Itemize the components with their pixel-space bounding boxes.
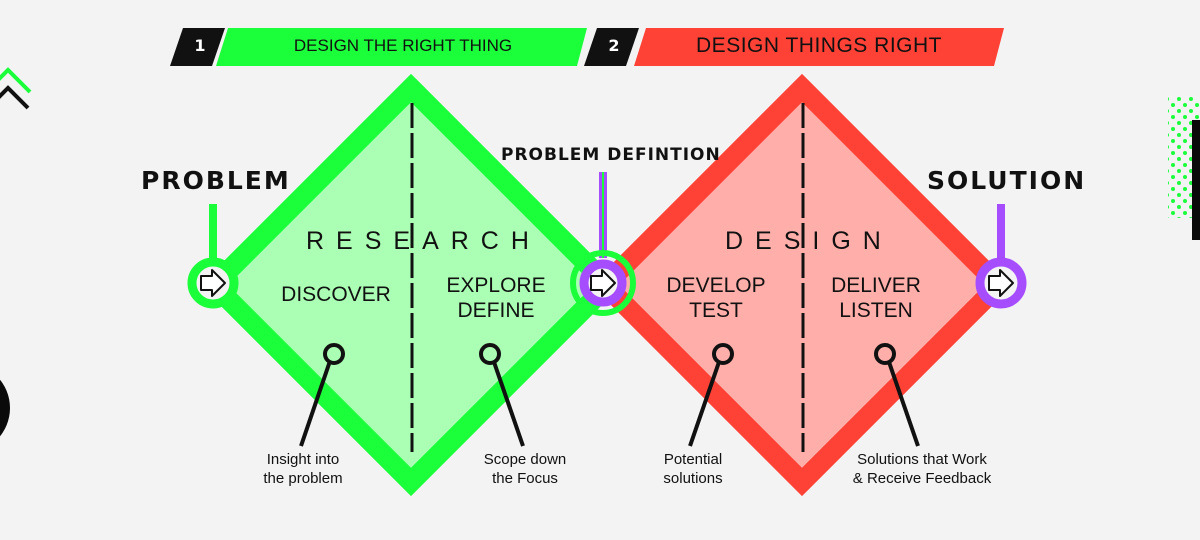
decorative-circle [0,379,10,437]
design-phase-title: DESIGN [725,227,893,255]
arrow-right-icon [200,269,226,297]
banner-1-number-bg [170,28,225,66]
arrow-right-icon [988,269,1014,297]
decorative-bar [1192,120,1200,240]
stage-discover: DISCOVER [256,282,416,307]
stage-line: TEST [689,299,743,322]
note-line: & Receive Feedback [852,470,992,487]
note-line: the Focus [492,470,558,487]
stage-line: EXPLORE [446,274,546,297]
note-line: the problem [263,470,343,487]
note-line: Potential [663,451,723,468]
banner-1-bg [216,28,587,66]
stage-line: DEFINE [457,299,535,322]
callout-pin-develop [688,343,734,447]
note-insight: Insight into the problem [233,450,373,488]
stage-line: DELIVER [831,274,921,297]
stage-explore-define: EXPLORE DEFINE [416,273,576,323]
chevron-up-icon [0,67,32,110]
stage-develop-test: DEVELOP TEST [636,273,796,323]
research-phase-title: RESEARCH [306,227,541,255]
note-line: Scope down [483,451,567,468]
banner-1-label: DESIGN THE RIGHT THING [293,36,513,55]
arrow-right-icon [590,269,616,297]
stage-line: LISTEN [839,299,913,322]
stage-line: DEVELOP [666,274,766,297]
note-line: Insight into [266,451,340,468]
problem-definition-label: PROBLEM DEFINTION [501,145,721,165]
problem-label: PROBLEM [141,166,291,195]
note-line: Solutions that Work [857,451,987,468]
banner-2-number-bg [584,28,639,66]
callout-pin-deliver [874,343,920,447]
banner-1-number: 1 [194,36,206,55]
callout-pin-discover [299,343,345,447]
stage-deliver-listen: DELIVER LISTEN [796,273,956,323]
note-potential: Potential solutions [623,450,763,488]
note-line: solutions [663,470,723,487]
banner-2-number: 2 [608,36,620,55]
banner-2-label: DESIGN THINGS RIGHT [696,34,942,57]
callout-pin-define [479,343,525,447]
solution-label: SOLUTION [927,166,1087,195]
problem-definition-outer-ring [570,250,636,316]
banner-2-bg [634,28,1004,66]
stage-line: DISCOVER [281,283,391,306]
note-scope: Scope down the Focus [455,450,595,488]
note-solutions: Solutions that Work & Receive Feedback [832,450,1012,488]
